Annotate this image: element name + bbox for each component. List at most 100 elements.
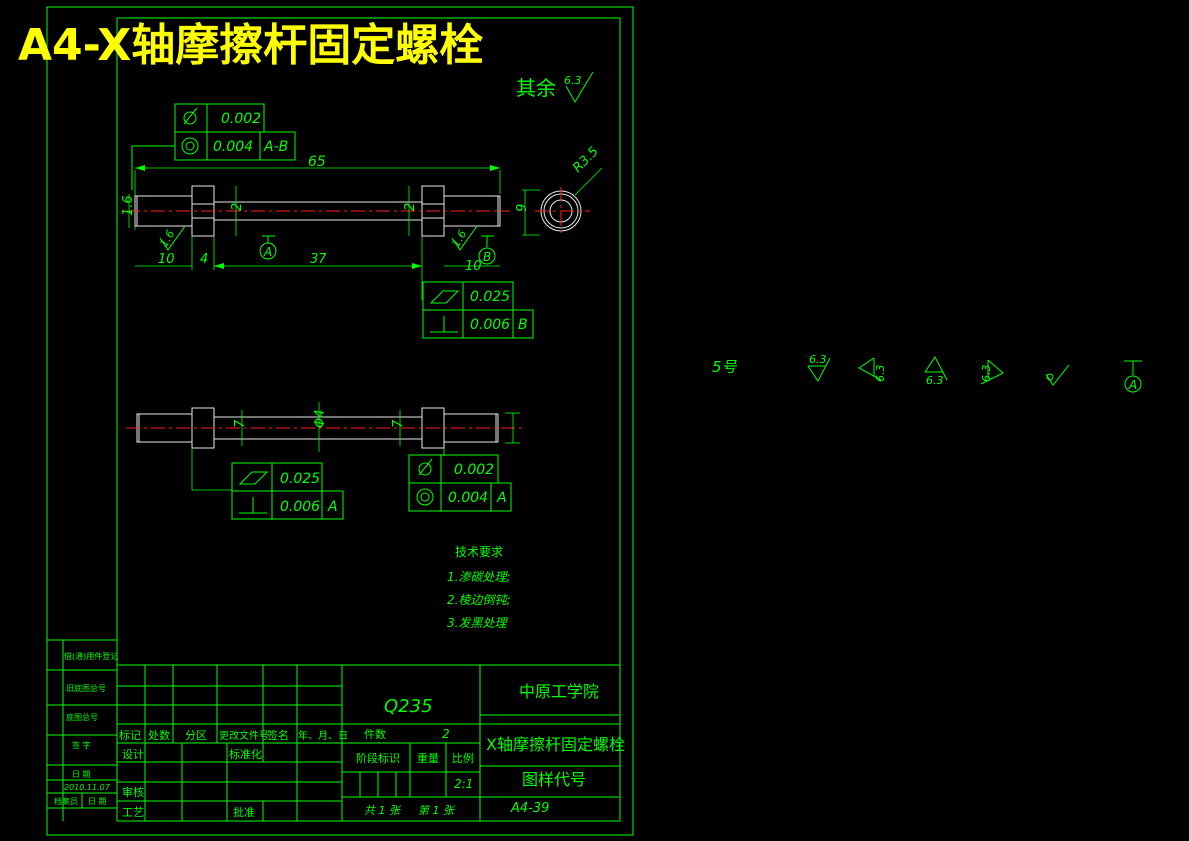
side-info-table: 借(通)用件登记 旧底图总号 底图总号 签 字 日 期 2010.11.07 档…: [47, 639, 118, 821]
svg-text:A4-39: A4-39: [510, 801, 549, 816]
svg-text:0.002: 0.002: [454, 462, 494, 478]
svg-text:中原工学院: 中原工学院: [519, 682, 599, 701]
svg-text:设计: 设计: [122, 748, 144, 761]
svg-text:1.6: 1.6: [157, 228, 177, 250]
svg-text:1.渗碳处理;: 1.渗碳处理;: [447, 570, 511, 584]
svg-text:7: 7: [233, 419, 248, 428]
svg-text:6.3: 6.3: [926, 374, 944, 387]
svg-text:65: 65: [308, 154, 326, 170]
datum-symbol-icon: A: [1124, 360, 1142, 393]
roughness-symbol-tilted-icon: [1045, 364, 1070, 386]
svg-text:旧底图总号: 旧底图总号: [66, 683, 106, 693]
svg-text:0.006: 0.006: [280, 499, 320, 515]
perpendicularity-icon: [430, 316, 458, 333]
technical-requirements: 技术要求 1.渗碳处理; 2.棱边倒钝; 3.发黑处理: [447, 545, 511, 630]
svg-text:2:1: 2:1: [454, 777, 473, 791]
title-block: Q235 中原工学院 X轴摩擦杆固定螺栓 图样代号 A4-39 标记 处数 分区…: [117, 664, 625, 821]
svg-text:6.3: 6.3: [980, 365, 993, 383]
svg-text:6.3: 6.3: [874, 365, 887, 383]
svg-text:标准化: 标准化: [229, 747, 262, 761]
coaxiality-icon: [181, 137, 199, 155]
shaft-view-top: 65 1.6 2 2 1.6 1.6: [121, 154, 510, 300]
banner-title: A4-X轴摩擦杆固定螺栓: [18, 20, 483, 71]
svg-text:图样代号: 图样代号: [522, 770, 586, 789]
svg-text:更改文件号: 更改文件号: [219, 729, 269, 742]
roughness-symbol-icon: 6.3: [807, 353, 831, 382]
svg-text:2: 2: [442, 727, 450, 741]
svg-text:B: B: [483, 250, 491, 264]
svg-text:技术要求: 技术要求: [455, 545, 503, 559]
svg-text:签名: 签名: [267, 728, 289, 742]
svg-text:0.004: 0.004: [213, 139, 253, 155]
svg-text:9: 9: [515, 204, 530, 212]
outer-frame: [46, 6, 634, 836]
svg-text:3.发黑处理: 3.发黑处理: [447, 616, 508, 630]
fcf-top: 0.002 0.004 A-B: [131, 103, 296, 190]
shaft-view-bottom: 7 Φ4 7: [126, 402, 526, 491]
perpendicularity-icon: [239, 497, 267, 514]
svg-text:日 期: 日 期: [72, 770, 91, 779]
svg-text:1.6: 1.6: [121, 195, 136, 216]
svg-text:R3.5: R3.5: [570, 144, 602, 176]
svg-text:Φ4: Φ4: [313, 409, 328, 428]
svg-text:阶段标识: 阶段标识: [356, 751, 400, 765]
svg-text:A-B: A-B: [263, 139, 288, 155]
svg-text:比例: 比例: [452, 751, 474, 765]
svg-text:2: 2: [230, 203, 245, 211]
svg-text:第 1 张: 第 1 张: [418, 804, 456, 817]
svg-text:0.006: 0.006: [470, 317, 510, 333]
svg-text:10: 10: [465, 259, 482, 274]
flatness-icon: [238, 471, 269, 485]
svg-text:工艺: 工艺: [122, 806, 144, 819]
roughness-symbol-up-icon: 6.3: [924, 356, 948, 387]
surface-roughness-note: 其余 6.3: [516, 71, 594, 103]
svg-text:5号: 5号: [712, 358, 738, 376]
symbols-panel: 5号 6.3 6.3 6.3 6.3 A: [712, 353, 1142, 393]
svg-text:A: A: [1128, 378, 1137, 392]
svg-text:其余: 其余: [516, 76, 556, 100]
svg-text:6.3: 6.3: [564, 74, 582, 87]
fcf-right: 0.025 0.006 B: [422, 281, 534, 339]
svg-text:0.025: 0.025: [280, 471, 320, 487]
inner-frame: [116, 17, 621, 822]
svg-text:标记: 标记: [119, 728, 141, 742]
svg-text:批准: 批准: [233, 805, 255, 819]
svg-text:0.002: 0.002: [221, 111, 261, 127]
svg-text:Q235: Q235: [384, 696, 433, 717]
cylindricity-icon: [418, 458, 433, 476]
svg-text:4: 4: [200, 252, 208, 267]
svg-text:处数: 处数: [148, 729, 170, 742]
svg-text:审核: 审核: [122, 785, 144, 799]
fcf-lower-left: 0.025 0.006 A: [231, 462, 344, 520]
svg-text:6.3: 6.3: [809, 353, 827, 366]
svg-text:2010.11.07: 2010.11.07: [64, 783, 111, 792]
svg-text:分区: 分区: [185, 729, 207, 742]
svg-text:10: 10: [158, 252, 175, 267]
svg-text:1.6: 1.6: [449, 228, 469, 250]
flatness-icon: [429, 290, 460, 304]
shaft-end-view: R3.5 9: [515, 144, 603, 236]
roughness-symbol-right-icon: 6.3: [980, 359, 1004, 385]
svg-text:共 1 张: 共 1 张: [364, 804, 402, 817]
cylindricity-icon: [183, 107, 198, 125]
svg-text:年、月、日: 年、月、日: [298, 729, 348, 742]
svg-text:X轴摩擦杆固定螺栓: X轴摩擦杆固定螺栓: [486, 735, 625, 754]
svg-text:2: 2: [403, 203, 418, 211]
svg-text:0.025: 0.025: [470, 289, 510, 305]
svg-text:借(通)用件登记: 借(通)用件登记: [64, 651, 118, 661]
svg-text:件数: 件数: [364, 728, 386, 741]
svg-text:档案员: 档案员: [54, 796, 78, 806]
svg-text:37: 37: [310, 252, 327, 267]
svg-text:签 字: 签 字: [72, 740, 91, 750]
svg-text:日 期: 日 期: [88, 797, 107, 806]
coaxiality-icon: [416, 488, 434, 506]
svg-text:7: 7: [391, 419, 406, 428]
svg-text:A: A: [496, 490, 507, 506]
svg-text:重量: 重量: [417, 751, 439, 765]
svg-text:0.004: 0.004: [448, 490, 488, 506]
roughness-symbol-left-icon: 6.3: [858, 357, 887, 383]
svg-text:2.棱边倒钝;: 2.棱边倒钝;: [447, 593, 511, 607]
svg-text:A: A: [263, 245, 272, 259]
fcf-lower-right: 0.002 0.004 A: [408, 454, 512, 512]
